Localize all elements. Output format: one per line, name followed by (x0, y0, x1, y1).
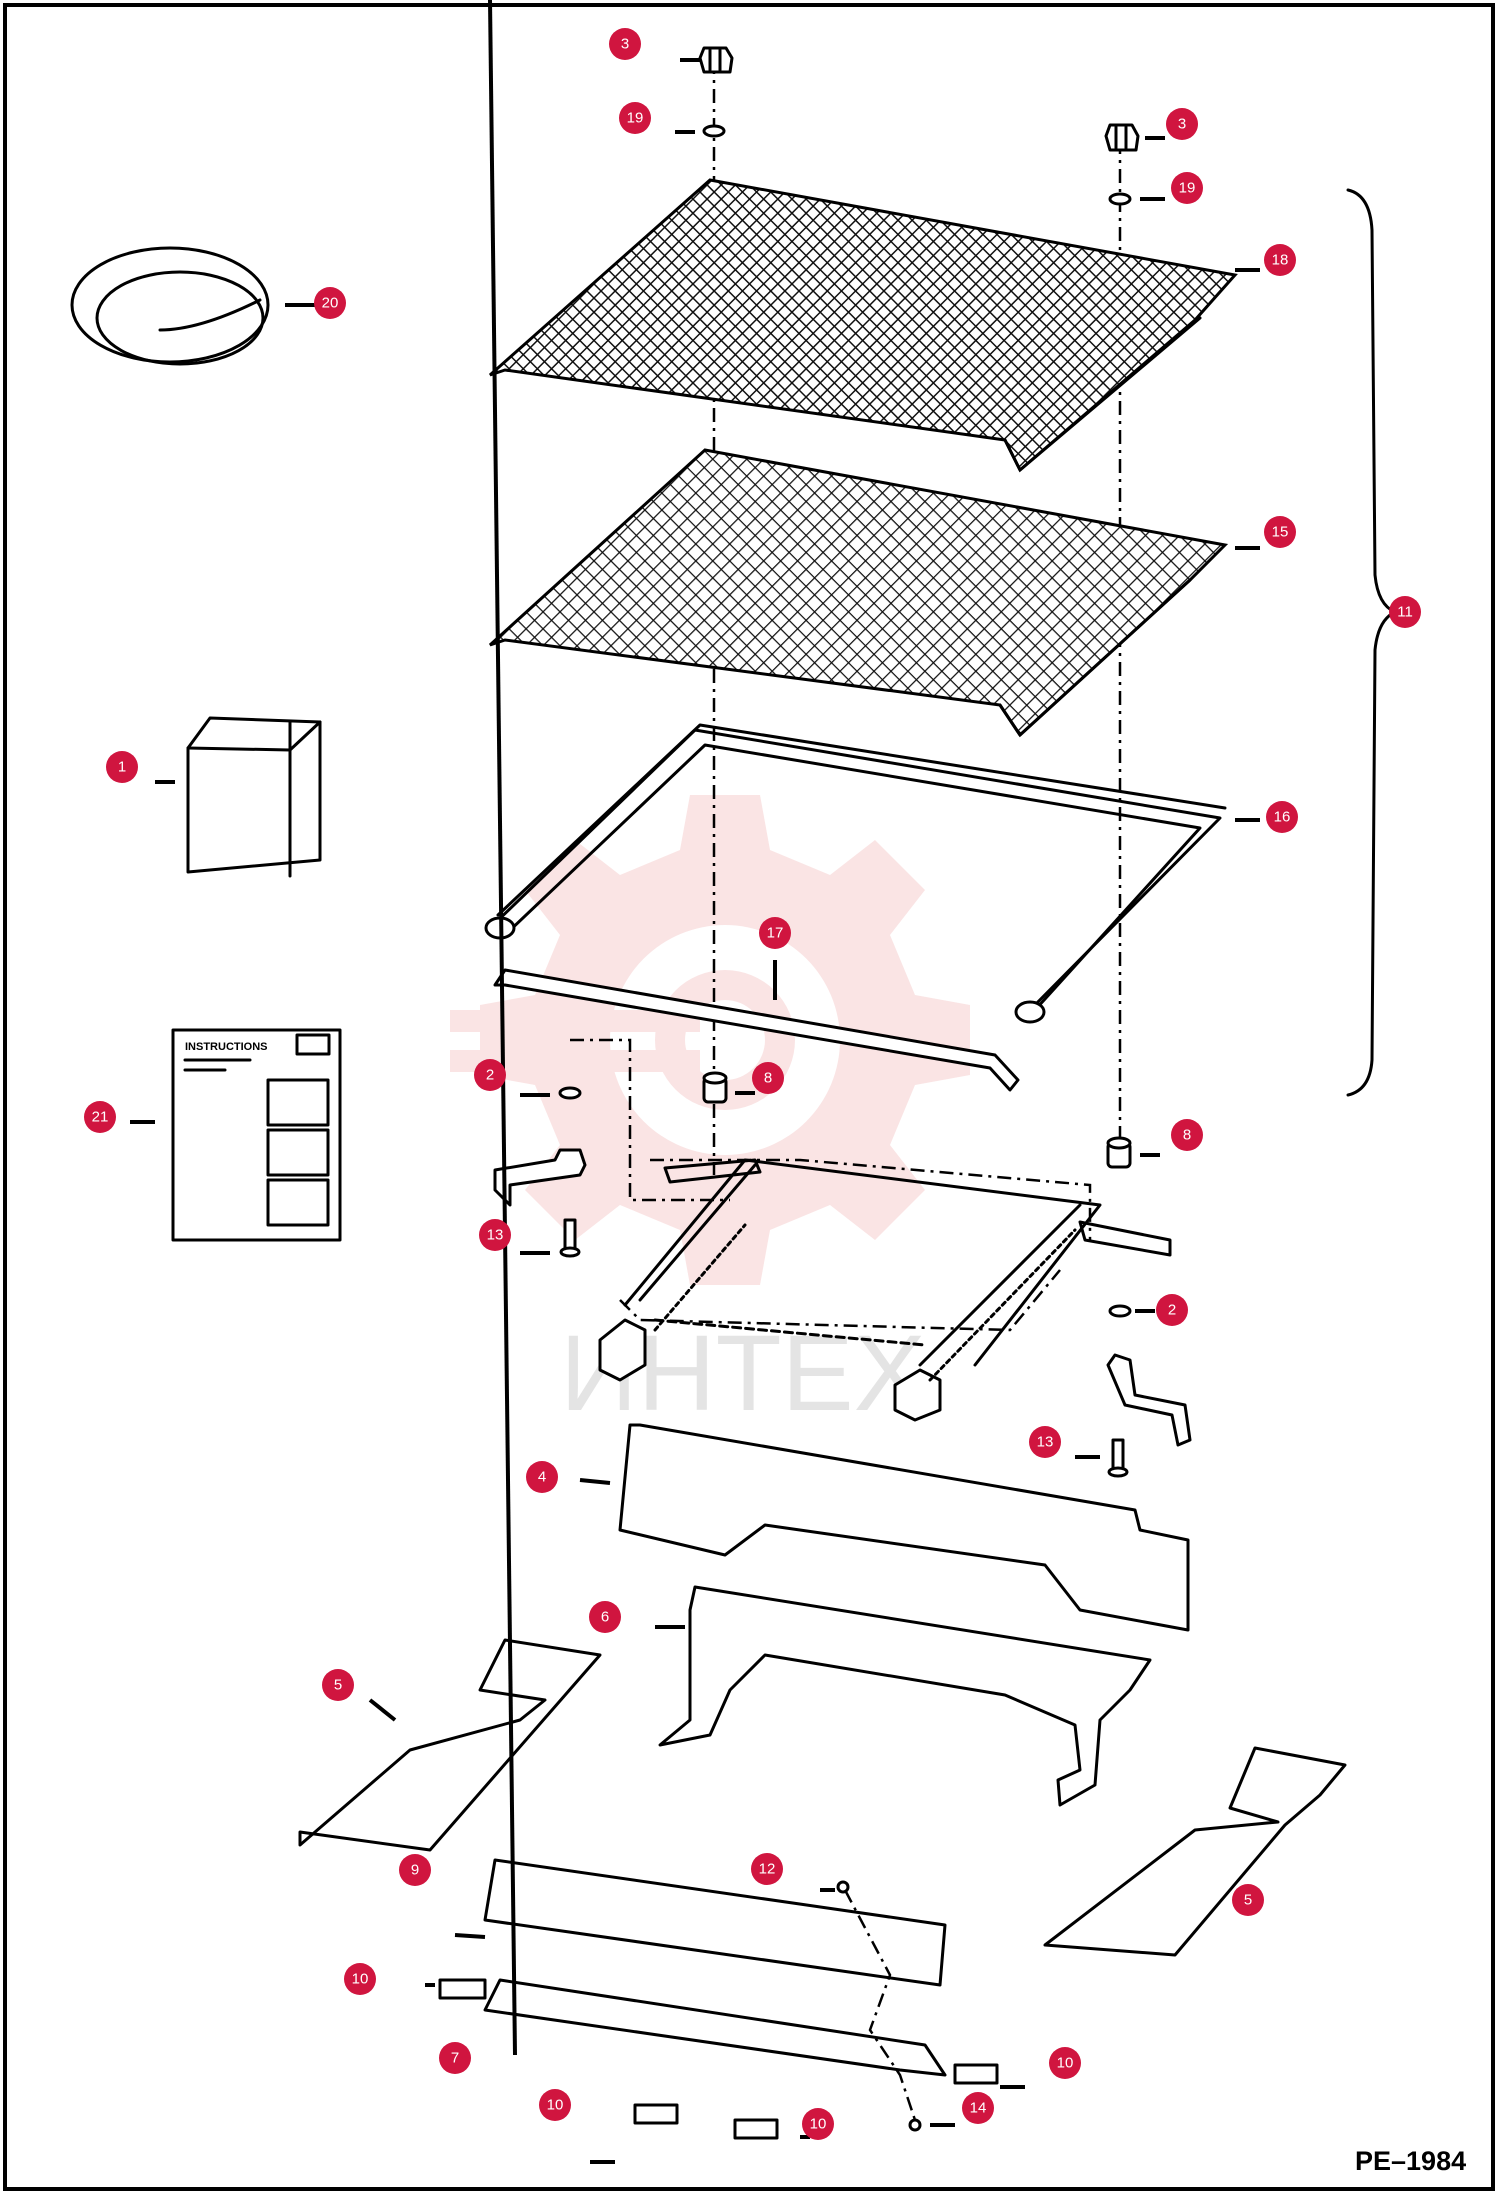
assembly-brace (1346, 188, 1397, 1097)
bolt-part-right (1107, 1438, 1129, 1478)
hose-coil-part (70, 246, 270, 366)
callout-12: 12 (751, 1853, 783, 1885)
svg-text:5: 5 (1244, 1892, 1252, 1909)
callout-10: 10 (344, 1963, 376, 1995)
callout-14: 14 (962, 2092, 994, 2124)
svg-text:21: 21 (92, 1109, 109, 1126)
seal-strip-part (493, 968, 1020, 1092)
svg-text:10: 10 (810, 2116, 827, 2133)
screw-part-12 (836, 1880, 850, 1894)
svg-text:8: 8 (764, 1070, 772, 1087)
callout-18: 18 (1264, 244, 1296, 276)
parts-box (186, 716, 322, 878)
callout-13: 13 (1029, 1426, 1061, 1458)
diagram-frame (3, 3, 1495, 2191)
callout-2: 2 (474, 1059, 506, 1091)
callout-2: 2 (1156, 1294, 1188, 1326)
callout-10: 10 (1049, 2047, 1081, 2079)
top-mesh-screen (489, 178, 1238, 473)
washer-2-right (1108, 1304, 1132, 1318)
second-mesh-screen (488, 448, 1229, 738)
svg-text:1: 1 (118, 759, 126, 776)
spacer-part-right (1106, 1136, 1132, 1169)
leader-lines (130, 0, 1260, 2164)
filler-plate-right (1043, 1746, 1347, 1957)
callout-9: 9 (399, 1854, 431, 1886)
frame-seal-part (484, 723, 1227, 1024)
svg-text:20: 20 (322, 295, 339, 312)
svg-text:12: 12 (759, 1861, 776, 1878)
callout-19: 19 (619, 102, 651, 134)
svg-text:13: 13 (1037, 1434, 1054, 1451)
callout-3: 3 (1166, 108, 1198, 140)
instruction-sheet: INSTRUCTIONS (171, 1028, 342, 1242)
svg-text:5: 5 (334, 1677, 342, 1694)
pad-part-3 (633, 2103, 679, 2125)
callout-10: 10 (802, 2108, 834, 2140)
knob-part-left (698, 46, 734, 74)
mounting-bar-part (483, 1978, 947, 2077)
svg-text:2: 2 (1168, 1302, 1176, 1319)
callout-5: 5 (322, 1669, 354, 1701)
svg-text:15: 15 (1272, 524, 1289, 541)
svg-text:10: 10 (1057, 2055, 1074, 2072)
svg-text:10: 10 (352, 1971, 369, 1988)
callout-17: 17 (759, 917, 791, 949)
instructions-label: INSTRUCTIONS (185, 1041, 268, 1053)
svg-text:10: 10 (547, 2097, 564, 2114)
callout-6: 6 (589, 1601, 621, 1633)
callout-11: 11 (1389, 596, 1421, 628)
callout-10: 10 (539, 2089, 571, 2121)
pad-part-4 (733, 2118, 779, 2140)
svg-text:2: 2 (486, 1067, 494, 1084)
callout-13: 13 (479, 1219, 511, 1251)
bracket-left (493, 1148, 587, 1207)
svg-text:6: 6 (601, 1609, 609, 1626)
svg-text:3: 3 (1178, 116, 1186, 133)
callout-20: 20 (314, 287, 346, 319)
spacer-part-left (702, 1071, 728, 1104)
baffle-plate-part (618, 1423, 1190, 1632)
callout-19: 19 (1171, 172, 1203, 204)
svg-text:4: 4 (538, 1469, 546, 1486)
pad-part-1 (438, 1978, 487, 2000)
pad-part-2 (953, 2063, 999, 2085)
washer-part-left (702, 124, 726, 138)
svg-text:16: 16 (1274, 809, 1291, 826)
callout-16: 16 (1266, 801, 1298, 833)
nut-part-14 (908, 2118, 922, 2132)
callout-8: 8 (1171, 1119, 1203, 1151)
svg-text:14: 14 (970, 2100, 987, 2117)
knob-part-right (1104, 123, 1140, 152)
svg-text:3: 3 (621, 36, 629, 53)
bolt-part-left (559, 1218, 581, 1258)
bracket-right (1106, 1353, 1192, 1447)
callout-21: 21 (84, 1101, 116, 1133)
callout-7: 7 (439, 2042, 471, 2074)
callout-1: 1 (106, 751, 138, 783)
seal-plate-part (483, 1858, 947, 1987)
channel-bracket-part (658, 1585, 1152, 1807)
svg-text:17: 17 (767, 925, 784, 942)
washer-part-right (1108, 192, 1132, 206)
svg-text:13: 13 (487, 1227, 504, 1244)
drawing-code: PE–1984 (1355, 2146, 1466, 2176)
filler-plate-left (298, 1638, 602, 1852)
svg-text:7: 7 (451, 2050, 459, 2067)
radiator-core (598, 1158, 1172, 1422)
callout-5: 5 (1232, 1884, 1264, 1916)
washer-2-left (558, 1086, 582, 1100)
svg-text:19: 19 (1179, 180, 1196, 197)
svg-text:11: 11 (1397, 604, 1413, 621)
svg-text:8: 8 (1183, 1127, 1191, 1144)
svg-text:18: 18 (1272, 252, 1289, 269)
svg-text:19: 19 (627, 110, 644, 127)
callout-15: 15 (1264, 516, 1296, 548)
callout-8: 8 (752, 1062, 784, 1094)
callout-4: 4 (526, 1461, 558, 1493)
svg-text:9: 9 (411, 1862, 419, 1879)
callout-3: 3 (609, 28, 641, 60)
callout-badges: 3 19 3 19 18 20 15 11 1 16 17 2 8 21 8 1… (84, 28, 1421, 2140)
